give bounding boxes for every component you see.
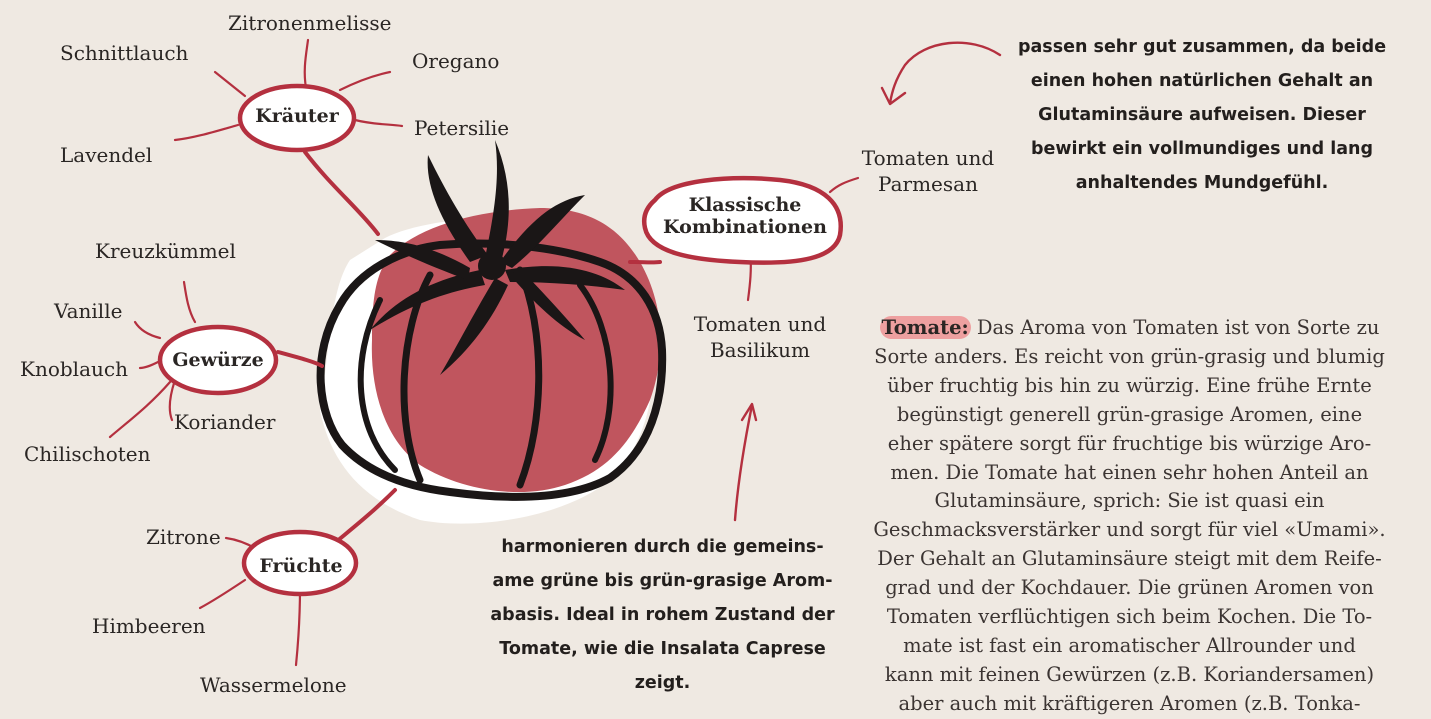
info-line: Der Gehalt an Glutaminsäure steigt mit d… xyxy=(877,547,1382,571)
group-title-herbs: Kräuter xyxy=(255,105,339,127)
tomato-illustration xyxy=(316,140,667,524)
info-line: Tomaten verflüchtigen sich beim Kochen. … xyxy=(886,605,1373,629)
spice-knoblauch: Knoblauch xyxy=(20,357,128,381)
arrow-top xyxy=(888,41,1002,105)
hand-arrows xyxy=(733,41,1002,522)
info-line: Sorte anders. Es reicht von grün-grasig … xyxy=(874,344,1385,368)
herb-lavendel: Lavendel xyxy=(60,143,153,167)
note-basil-line: ame grüne bis grün-grasige Arom- xyxy=(492,571,833,591)
note-parmesan-line: passen sehr gut zusammen, da beide xyxy=(1017,37,1387,57)
herb-zitronenmelisse: Zitronenmelisse xyxy=(228,11,392,35)
info-line: mate ist fast ein aromatischer Allrounde… xyxy=(903,633,1356,657)
classic-line-1: Klassische xyxy=(688,194,802,216)
note-parmesan-line: anhaltendes Mundgefühl. xyxy=(1075,173,1329,193)
bubble-spices xyxy=(157,324,279,396)
pair-parmesan-line-2: Parmesan xyxy=(878,172,978,196)
bubbles xyxy=(157,83,843,597)
pair-basil-line-1: Tomaten und xyxy=(693,312,827,336)
pair-parmesan-line-1: Tomaten und xyxy=(861,146,995,170)
note-basil: harmonieren durch die gemeins- ame grüne… xyxy=(485,530,840,700)
info-lead-word: Tomate: xyxy=(879,316,971,339)
arrow-bottom xyxy=(733,403,754,522)
group-title-spices: Gewürze xyxy=(172,349,264,371)
classic-line-2: Kombinationen xyxy=(663,216,827,238)
spice-koriander: Koriander xyxy=(174,410,276,434)
group-title-fruits: Früchte xyxy=(259,555,343,577)
info-line: grad und der Kochdauer. Die grünen Arome… xyxy=(885,576,1374,600)
info-line: eher spätere sorgt für fruchtige bis wür… xyxy=(887,431,1372,455)
info-line: men. Die Tomate hat einen sehr hohen Ant… xyxy=(890,460,1369,484)
tomato-rib-4 xyxy=(577,282,614,463)
herb-schnittlauch: Schnittlauch xyxy=(60,41,189,65)
fruit-wassermelone: Wassermelone xyxy=(200,673,347,697)
info-line: Geschmacksverstärker und sorgt für viel … xyxy=(873,518,1386,542)
note-parmesan: passen sehr gut zusammen, da beide einen… xyxy=(1002,30,1402,200)
tomato-stem-leaves xyxy=(370,140,625,375)
spice-kreuzkuemmel: Kreuzkümmel xyxy=(95,239,236,263)
info-line: kann mit feinen Gewürzen (z.B. Koriander… xyxy=(884,662,1375,686)
branch-lines xyxy=(108,38,860,667)
pair-tomato-basil: Tomaten und Basilikum xyxy=(684,311,836,363)
info-line-text: Das Aroma von Tomaten ist von Sorte zu xyxy=(976,316,1380,339)
fruit-himbeeren: Himbeeren xyxy=(92,614,206,638)
note-parmesan-line: einen hohen natürlichen Gehalt an xyxy=(1030,71,1374,91)
info-line: aber auch mit kräftigeren Aromen (z.B. T… xyxy=(898,691,1361,715)
group-title-classic: Klassische Kombinationen xyxy=(653,194,837,238)
pair-tomato-parmesan: Tomaten und Parmesan xyxy=(852,145,1004,197)
info-line: begünstigt generell grün-grasige Aromen,… xyxy=(896,402,1363,426)
bubble-classic xyxy=(642,175,843,265)
info-line: Tomate: Das Aroma von Tomaten ist von So… xyxy=(853,314,1406,343)
herb-oregano: Oregano xyxy=(412,49,500,73)
fruit-zitrone: Zitrone xyxy=(146,525,221,549)
note-basil-line: zeigt. xyxy=(634,673,691,693)
info-line: über fruchtig bis hin zu würzig. Eine fr… xyxy=(887,373,1372,397)
spice-chilischoten: Chilischoten xyxy=(24,442,151,466)
herb-petersilie: Petersilie xyxy=(414,116,510,140)
note-basil-line: harmonieren durch die gemeins- xyxy=(501,537,824,557)
pair-basil-line-2: Basilikum xyxy=(709,338,811,362)
note-parmesan-line: Glutaminsäure aufweisen. Dieser xyxy=(1038,105,1366,125)
bubble-fruits xyxy=(241,529,359,597)
tomato-info-paragraph: Tomate: Das Aroma von Tomaten ist von So… xyxy=(853,314,1406,719)
bubble-herbs xyxy=(237,83,357,153)
note-parmesan-line: bewirkt ein vollmundiges und lang xyxy=(1030,139,1374,159)
info-line: Glutaminsäure, sprich: Sie ist quasi ein xyxy=(934,489,1325,513)
note-basil-line: Tomate, wie die Insalata Caprese xyxy=(499,639,826,659)
tomato-rib-3 xyxy=(357,297,398,473)
spice-vanille: Vanille xyxy=(54,299,123,323)
note-basil-line: abasis. Ideal in rohem Zustand der xyxy=(490,605,835,625)
